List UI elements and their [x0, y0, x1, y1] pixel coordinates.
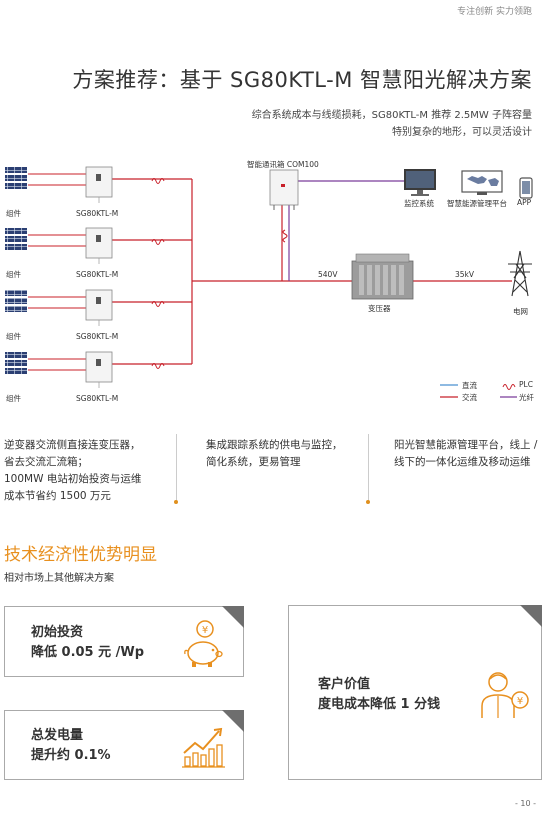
inverter-label-3: SG80KTL-M [76, 332, 119, 341]
card-investment-text: 初始投资 降低 0.05 元 /Wp [31, 623, 144, 663]
intro-line-2: 特别复杂的地形，可以灵活设计 [392, 127, 532, 138]
legend-fiber-label: 光纤 [519, 393, 534, 402]
divider-2-dot [366, 500, 370, 504]
section-title: 技术经济性优势明显 [4, 545, 157, 565]
card-generation-line-2: 提升约 0.1% [31, 748, 111, 763]
piggy-bank-icon: ¥ [184, 620, 223, 667]
feature-point-1-line-2: 省去交流汇流箱； [4, 456, 88, 468]
platform-label: 智慧能源管理平台 [447, 199, 507, 208]
voltage-540v-label: 540V [318, 270, 338, 279]
platform-icon [461, 170, 503, 195]
feature-point-2-line-1: 集成跟踪系统的供电与监控， [206, 439, 343, 451]
page-title: 方案推荐：基于 SG80KTL-M 智慧阳光解决方案 [72, 68, 532, 92]
transformer-icon [351, 253, 414, 300]
legend-plc-label: PLC [519, 380, 533, 389]
ac-wiring [112, 178, 512, 365]
divider-1 [176, 434, 177, 502]
inverter-label-2: SG80KTL-M [76, 270, 119, 279]
comm-box [269, 169, 299, 206]
comm-box-label: 智能通讯箱 COM100 [247, 160, 319, 169]
inverter-label-1: SG80KTL-M [76, 209, 119, 218]
feature-point-2: 集成跟踪系统的供电与监控， 简化系统，更易管理 [206, 437, 366, 471]
grid-label: 电网 [513, 307, 528, 316]
feature-point-1-line-4: 成本节省约 1500 万元 [4, 490, 111, 502]
card-generation-text: 总发电量 提升约 0.1% [31, 726, 111, 766]
legend-marks [440, 384, 517, 398]
module-label-1: 组件 [6, 209, 21, 218]
module-label-2: 组件 [6, 270, 21, 279]
system-diagram [5, 166, 533, 398]
card-initial-investment: 初始投资 降低 0.05 元 /Wp ¥ [4, 606, 244, 677]
legend-dc-label: 直流 [462, 381, 477, 390]
phone-icon [519, 177, 533, 199]
plc-signal-marks [151, 178, 165, 369]
legend-ac-label: 交流 [462, 393, 477, 402]
dc-wiring [28, 173, 86, 371]
feature-point-1-line-1: 逆变器交流侧直接连变压器， [4, 439, 141, 451]
card-customer-line-2: 度电成本降低 1 分钱 [318, 697, 441, 712]
feature-point-3-line-2: 线下的一体化运维及移动运维 [394, 456, 531, 468]
card-customer-value: 客户价值 度电成本降低 1 分钱 ¥ [288, 605, 542, 780]
inverter-units [85, 166, 113, 383]
module-label-3: 组件 [6, 332, 21, 341]
card-corner [222, 710, 244, 732]
divider-2 [368, 434, 369, 502]
monitor-label: 监控系统 [404, 199, 434, 208]
card-investment-line-2: 降低 0.05 元 /Wp [31, 645, 145, 660]
transformer-label: 变压器 [368, 304, 391, 313]
feature-point-1: 逆变器交流侧直接连变压器， 省去交流汇流箱； 100MW 电站初始投资与运维 成… [4, 437, 172, 505]
feature-point-3-line-1: 阳光智慧能源管理平台，线上 / [394, 439, 538, 451]
card-investment-line-1: 初始投资 [31, 625, 84, 640]
page-number: - 10 - [514, 799, 536, 808]
module-label-4: 组件 [6, 394, 21, 403]
voltage-35kv-label: 35kV [455, 270, 475, 279]
monitor-icon [404, 169, 436, 196]
inverter-label-4: SG80KTL-M [76, 394, 119, 403]
slogan: 专注创新 实力领跑 [457, 7, 532, 17]
app-label: APP [517, 198, 532, 207]
card-customer-text: 客户价值 度电成本降低 1 分钱 [318, 675, 440, 715]
intro-line-1: 综合系统成本与线缆损耗，SG80KTL-M 推荐 2.5MW 子阵容量 [251, 110, 532, 121]
section-subtitle: 相对市场上其他解决方案 [4, 573, 114, 584]
card-corner [520, 605, 542, 627]
card-customer-line-1: 客户价值 [318, 677, 371, 692]
person-coin-icon: ¥ [481, 672, 529, 718]
pv-module-groups [5, 167, 27, 374]
svg-text:¥: ¥ [202, 625, 208, 636]
feature-point-2-line-2: 简化系统，更易管理 [206, 456, 301, 468]
card-corner [222, 606, 244, 628]
card-total-generation: 总发电量 提升约 0.1% [4, 710, 244, 780]
divider-1-dot [174, 500, 178, 504]
feature-point-3: 阳光智慧能源管理平台，线上 / 线下的一体化运维及移动运维 [394, 437, 544, 471]
card-generation-line-1: 总发电量 [31, 728, 84, 743]
feature-point-1-line-3: 100MW 电站初始投资与运维 [4, 473, 142, 485]
power-tower-icon [508, 250, 532, 297]
svg-text:¥: ¥ [517, 696, 523, 707]
growth-chart-icon [182, 727, 225, 768]
